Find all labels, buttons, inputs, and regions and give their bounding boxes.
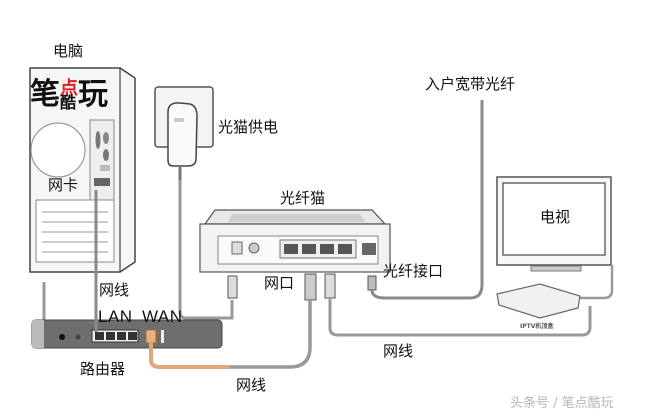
label-power-adapter: 光猫供电 (218, 118, 279, 136)
wan-cable-gray (230, 300, 312, 369)
label-fiber-in: 入户宽带光纤 (425, 75, 516, 93)
logo: 笔点酷玩 (30, 77, 109, 112)
optical-modem (199, 209, 391, 273)
label-iptv-box: IPTV机顶盒 (520, 323, 554, 330)
router (31, 282, 223, 349)
label-optical-modem: 光纤猫 (280, 189, 326, 207)
logo-char-1: 笔 (30, 77, 60, 112)
logo-char-2: 点 (60, 78, 78, 99)
fiber-cable (370, 100, 484, 300)
modem-iptv-cable (328, 298, 592, 337)
label-computer: 电脑 (53, 42, 84, 60)
label-net-port: 网口 (264, 274, 295, 292)
label-fiber-port: 光纤接口 (383, 262, 444, 280)
power-adapter (154, 86, 234, 320)
label-router: 路由器 (80, 360, 126, 378)
modem-connectors (227, 273, 377, 301)
logo-char-3: 酷 (60, 93, 77, 112)
label-tv: 电视 (540, 208, 571, 226)
iptv-box (496, 283, 581, 319)
tv (496, 176, 614, 300)
logo-char-4: 玩 (78, 77, 109, 112)
watermark: 头条号 / 笔点酷玩 (510, 396, 614, 411)
label-cable-router-modem: 网线 (236, 376, 267, 394)
label-cable-modem-iptv: 网线 (383, 342, 414, 360)
label-cable-pc-router: 网线 (99, 281, 130, 299)
wan-cable-orange (149, 343, 230, 369)
label-lan-port: LAN (98, 307, 133, 326)
label-wan-port: WAN (142, 307, 183, 326)
label-network-card: 网卡 (48, 176, 79, 194)
